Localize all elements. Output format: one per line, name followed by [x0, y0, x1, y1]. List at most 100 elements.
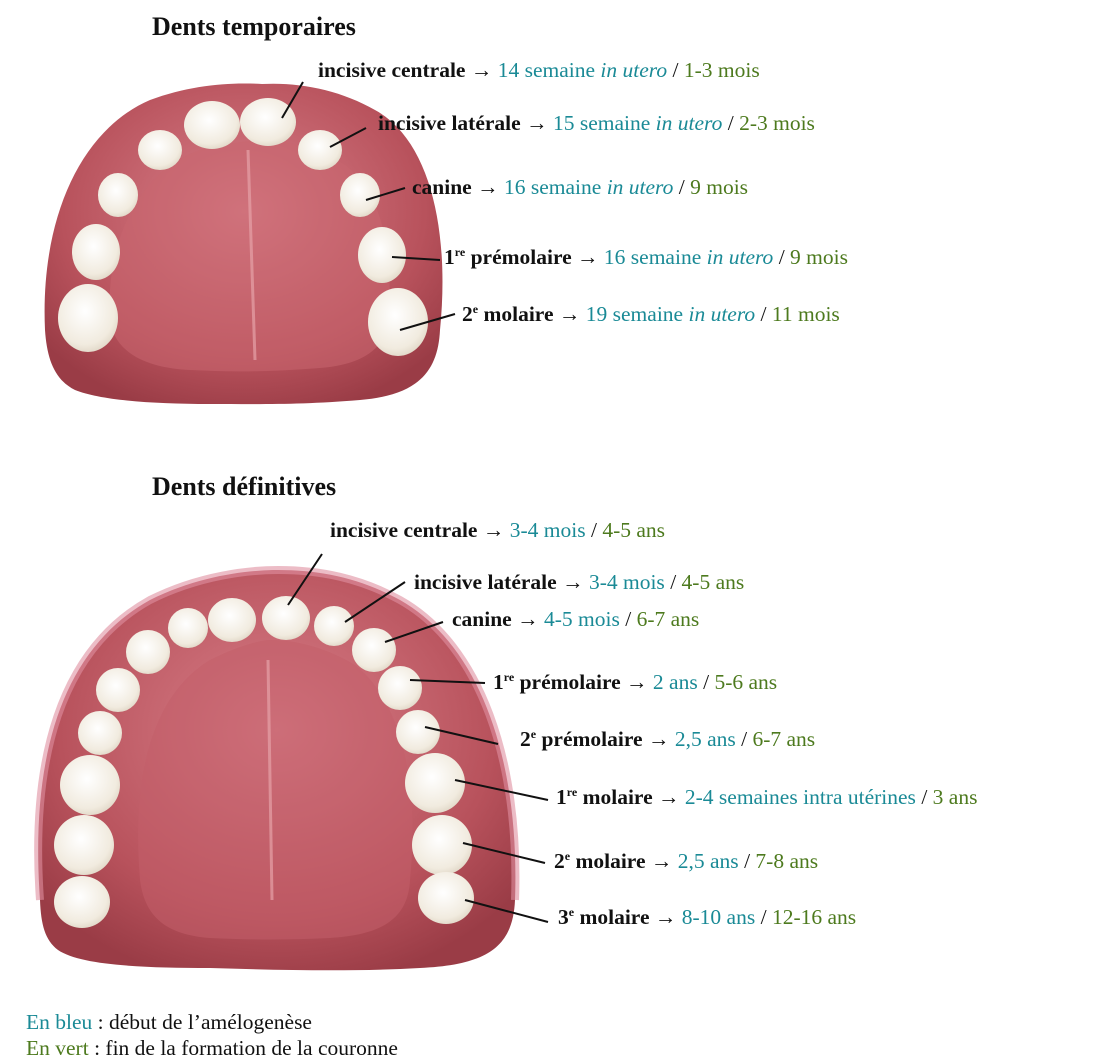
- arrow-symbol: →: [559, 302, 581, 326]
- arrow-symbol: →: [483, 518, 505, 542]
- temp-label-1re-premolaire: 1re prémolaire → 16 semaine in utero / 9…: [444, 246, 848, 269]
- arrow-symbol: →: [655, 905, 677, 929]
- permanent-arch: [38, 570, 515, 970]
- end-value: 4-5 ans: [682, 570, 745, 594]
- separator: /: [703, 670, 709, 694]
- tooth-name: 3e molaire: [558, 905, 650, 929]
- tooth-type: molaire: [579, 905, 649, 929]
- tooth-type: molaire: [483, 302, 553, 326]
- ordinal-number: 2: [462, 302, 473, 326]
- separator: /: [672, 58, 678, 82]
- start-value: 16 semaine: [604, 245, 701, 269]
- permanent-teeth-title: Dents définitives: [152, 472, 336, 502]
- end-value: 4-5 ans: [602, 518, 665, 542]
- end-value: 9 mois: [790, 245, 848, 269]
- separator: /: [761, 905, 767, 929]
- start-value: 2-4 semaines intra utérines: [685, 785, 916, 809]
- tooth-name: 2e prémolaire: [520, 727, 643, 751]
- separator: /: [779, 245, 785, 269]
- ordinal-suffix: e: [473, 302, 478, 316]
- separator: /: [591, 518, 597, 542]
- tooth-type: prémolaire: [541, 727, 642, 751]
- legend-blue-key: En bleu: [26, 1010, 92, 1034]
- start-value: 19 semaine: [586, 302, 683, 326]
- arrow-symbol: →: [526, 111, 548, 135]
- ordinal-number: 2: [554, 849, 565, 873]
- temp-label-incisive-centrale: incisive centrale → 14 semaine in utero …: [318, 60, 760, 82]
- temp-label-canine: canine → 16 semaine in utero / 9 mois: [412, 177, 748, 199]
- tooth-type: molaire: [583, 785, 653, 809]
- tooth-name: canine: [412, 175, 472, 199]
- legend-green-key: En vert: [26, 1036, 89, 1060]
- start-value: 3-4 mois: [589, 570, 665, 594]
- arrow-symbol: →: [471, 58, 493, 82]
- tooth-type: prémolaire: [471, 245, 572, 269]
- perm-label-1re-premolaire: 1re prémolaire → 2 ans / 5-6 ans: [493, 671, 777, 694]
- temp-label-2e-molaire: 2e molaire → 19 semaine in utero / 11 mo…: [462, 303, 840, 326]
- perm-label-3e-molaire: 3e molaire → 8-10 ans / 12-16 ans: [558, 906, 856, 929]
- separator: /: [670, 570, 676, 594]
- start-qualifier: in utero: [656, 111, 723, 135]
- tooth-name: 1re molaire: [556, 785, 653, 809]
- ordinal-number: 1: [444, 245, 455, 269]
- legend-green-text: : fin de la formation de la couronne: [89, 1036, 398, 1060]
- start-qualifier: in utero: [688, 302, 755, 326]
- tooth-name: incisive centrale: [318, 58, 465, 82]
- arrow-symbol: →: [517, 607, 539, 631]
- tooth-name: canine: [452, 607, 512, 631]
- perm-label-2e-premolaire: 2e prémolaire → 2,5 ans / 6-7 ans: [520, 728, 815, 751]
- start-value: 2,5 ans: [678, 849, 739, 873]
- ordinal-suffix: re: [455, 245, 465, 259]
- arrow-symbol: →: [577, 245, 599, 269]
- end-value: 6-7 ans: [637, 607, 700, 631]
- perm-label-canine: canine → 4-5 mois / 6-7 ans: [452, 609, 699, 631]
- start-qualifier: in utero: [707, 245, 774, 269]
- start-value: 8-10 ans: [682, 905, 755, 929]
- end-value: 7-8 ans: [755, 849, 818, 873]
- separator: /: [728, 111, 734, 135]
- tooth-name: 1re prémolaire: [444, 245, 572, 269]
- tooth-name: incisive latérale: [414, 570, 557, 594]
- arrow-symbol: →: [648, 727, 670, 751]
- legend-blue-text: : début de l’amélogenèse: [92, 1010, 312, 1034]
- ordinal-number: 3: [558, 905, 569, 929]
- perm-label-1re-molaire: 1re molaire → 2-4 semaines intra utérine…: [556, 786, 977, 809]
- separator: /: [741, 727, 747, 751]
- tooth-name: 2e molaire: [554, 849, 646, 873]
- end-value: 3 ans: [933, 785, 978, 809]
- tooth-name: incisive centrale: [330, 518, 477, 542]
- separator: /: [679, 175, 685, 199]
- end-value: 11 mois: [772, 302, 840, 326]
- start-value: 3-4 mois: [510, 518, 586, 542]
- perm-label-incisive-centrale: incisive centrale → 3-4 mois / 4-5 ans: [330, 520, 665, 542]
- end-value: 6-7 ans: [752, 727, 815, 751]
- temp-label-incisive-laterale: incisive latérale → 15 semaine in utero …: [378, 113, 815, 135]
- end-value: 2-3 mois: [739, 111, 815, 135]
- separator: /: [744, 849, 750, 873]
- tooth-name: 2e molaire: [462, 302, 554, 326]
- ordinal-suffix: re: [567, 785, 577, 799]
- arrow-symbol: →: [658, 785, 680, 809]
- legend-blue: En bleu : début de l’amélogenèse: [26, 1010, 312, 1035]
- ordinal-number: 2: [520, 727, 531, 751]
- start-value: 4-5 mois: [544, 607, 620, 631]
- separator: /: [761, 302, 767, 326]
- ordinal-number: 1: [493, 670, 504, 694]
- ordinal-suffix: e: [569, 905, 574, 919]
- temporary-teeth-title: Dents temporaires: [152, 12, 356, 42]
- tooth-type: molaire: [575, 849, 645, 873]
- tooth-type: prémolaire: [520, 670, 621, 694]
- legend-green: En vert : fin de la formation de la cour…: [26, 1036, 398, 1061]
- start-qualifier: in utero: [607, 175, 674, 199]
- start-value: 14 semaine: [498, 58, 595, 82]
- arrow-symbol: →: [626, 670, 648, 694]
- arrow-symbol: →: [477, 175, 499, 199]
- end-value: 12-16 ans: [772, 905, 856, 929]
- start-qualifier: in utero: [600, 58, 667, 82]
- start-value: 15 semaine: [553, 111, 650, 135]
- ordinal-suffix: e: [531, 727, 536, 741]
- end-value: 5-6 ans: [714, 670, 777, 694]
- arrow-symbol: →: [562, 570, 584, 594]
- separator: /: [921, 785, 927, 809]
- ordinal-suffix: re: [504, 670, 514, 684]
